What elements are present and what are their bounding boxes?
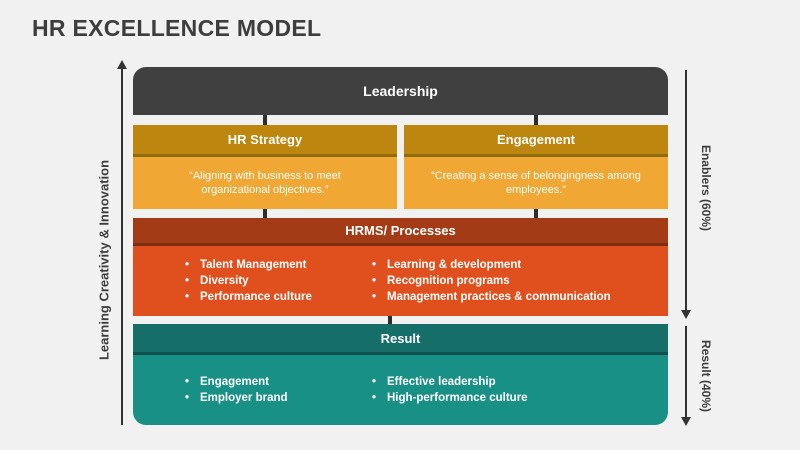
hrms-title: HRMS/ Processes <box>345 223 456 238</box>
hrms-bullet-list-left: Talent Management Diversity Performance … <box>185 257 372 305</box>
result-title: Result <box>380 330 421 346</box>
result-header: Result <box>133 324 668 355</box>
result-body: Engagement Employer brand Effective lead… <box>133 355 668 425</box>
leadership-title: Leadership <box>363 83 438 99</box>
hrms-box: HRMS/ Processes Talent Management Divers… <box>133 218 668 316</box>
enablers-axis-arrow-line <box>685 70 687 310</box>
connector-stub <box>388 316 392 324</box>
hr-strategy-box: HR Strategy “Aligning with business to m… <box>133 125 397 209</box>
list-item: High-performance culture <box>372 390 528 406</box>
hr-excellence-diagram: Leadership HR Strategy “Aligning with bu… <box>133 67 668 425</box>
page-title: HR EXCELLENCE MODEL <box>32 15 322 41</box>
arrow-down-icon-result <box>681 417 691 426</box>
connector-row-top <box>133 115 668 125</box>
engagement-header: Engagement <box>404 125 668 157</box>
result-axis-arrow-line <box>685 326 687 418</box>
result-axis-label: Result (40%) <box>699 339 713 413</box>
hr-strategy-quote: “Aligning with business to meet organiza… <box>189 170 341 196</box>
enablers-axis-label: Enablers (60%) <box>699 144 713 232</box>
result-box: Result Engagement Employer brand Effecti… <box>133 324 668 425</box>
leadership-box: Leadership <box>133 67 668 115</box>
list-item: Diversity <box>185 273 372 289</box>
connector-row-middle <box>133 209 668 218</box>
hrms-bullet-list-right: Learning & development Recognition progr… <box>372 257 611 305</box>
hrms-header: HRMS/ Processes <box>133 218 668 246</box>
list-item: Recognition programs <box>372 273 611 289</box>
left-axis-label: Learning Creativity & Innovation <box>96 159 112 361</box>
list-item: Learning & development <box>372 257 611 273</box>
engagement-title: Engagement <box>496 132 575 147</box>
hr-strategy-title: HR Strategy <box>227 132 303 147</box>
left-axis-arrow-line <box>121 69 123 425</box>
engagement-quote: “Creating a sense of belongingness among… <box>431 170 641 196</box>
arrow-down-icon-enablers <box>681 310 691 319</box>
list-item: Employer brand <box>185 390 372 406</box>
list-item: Effective leadership <box>372 374 528 390</box>
connector-stub <box>263 115 267 125</box>
connector-stub <box>534 115 538 125</box>
engagement-box: Engagement “Creating a sense of belongin… <box>404 125 668 209</box>
result-bullet-list-right: Effective leadership High-performance cu… <box>372 374 528 406</box>
list-item: Talent Management <box>185 257 372 273</box>
list-item: Management practices & communication <box>372 289 611 305</box>
enabler-boxes-row: HR Strategy “Aligning with business to m… <box>133 125 668 209</box>
list-item: Performance culture <box>185 289 372 305</box>
hrms-body: Talent Management Diversity Performance … <box>133 246 668 316</box>
list-item: Engagement <box>185 374 372 390</box>
connector-row-bottom <box>133 316 668 324</box>
hr-strategy-header: HR Strategy <box>133 125 397 157</box>
hr-strategy-body: “Aligning with business to meet organiza… <box>133 157 397 209</box>
connector-stub <box>263 209 267 218</box>
result-bullet-list-left: Engagement Employer brand <box>185 374 372 406</box>
engagement-body: “Creating a sense of belongingness among… <box>404 157 668 209</box>
arrow-up-icon <box>117 60 127 69</box>
connector-stub <box>534 209 538 218</box>
